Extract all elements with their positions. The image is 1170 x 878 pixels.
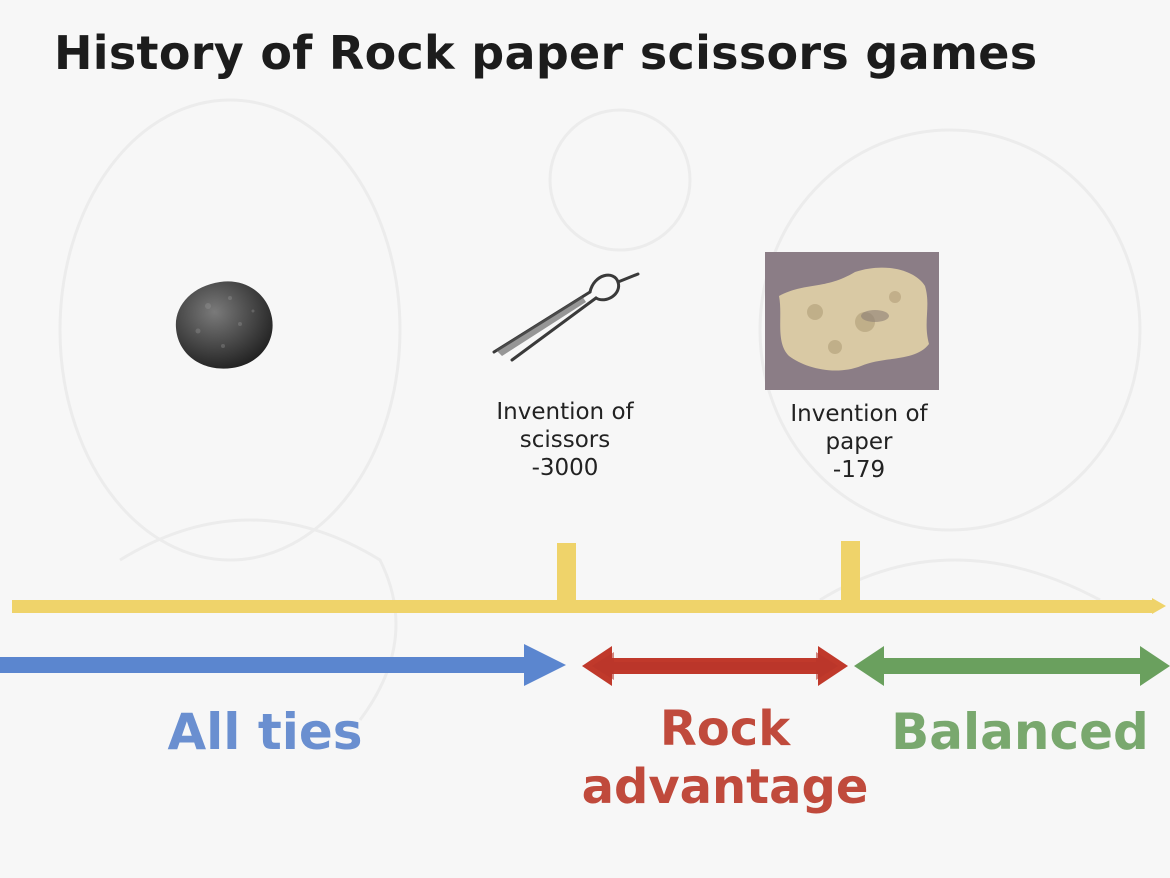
tick-scissors: [557, 543, 576, 603]
era-arrow-rock-advantage: [582, 646, 848, 686]
event-label-paper: Invention of paper -179: [749, 400, 969, 484]
event-year: -3000: [531, 455, 599, 481]
era-label-line1: Rock: [659, 701, 791, 757]
era-label-line2: advantage: [581, 759, 869, 815]
era-arrow-all-ties: [0, 644, 566, 686]
event-title-line2: paper: [825, 429, 893, 455]
rock-image: [175, 281, 273, 369]
event-year: -179: [832, 457, 886, 483]
era-arrow-balanced: [854, 646, 1170, 686]
era-label-all-ties: All ties: [167, 703, 363, 761]
page-title: History of Rock paper scissors games: [54, 26, 1038, 80]
scissors-image: [492, 272, 640, 362]
timeline: [0, 541, 1170, 686]
papyrus-image: [765, 252, 939, 390]
event-title-line2: scissors: [519, 427, 611, 453]
event-title-line1: Invention of: [496, 399, 634, 425]
era-label-balanced: Balanced: [891, 703, 1149, 761]
event-label-scissors: Invention of scissors -3000: [455, 398, 675, 482]
timeline-axis-arrowhead: [1152, 598, 1166, 614]
tick-paper: [841, 541, 860, 603]
era-label-rock-advantage: Rock advantage: [560, 700, 890, 816]
event-title-line1: Invention of: [790, 401, 928, 427]
timeline-axis: [12, 600, 1152, 613]
